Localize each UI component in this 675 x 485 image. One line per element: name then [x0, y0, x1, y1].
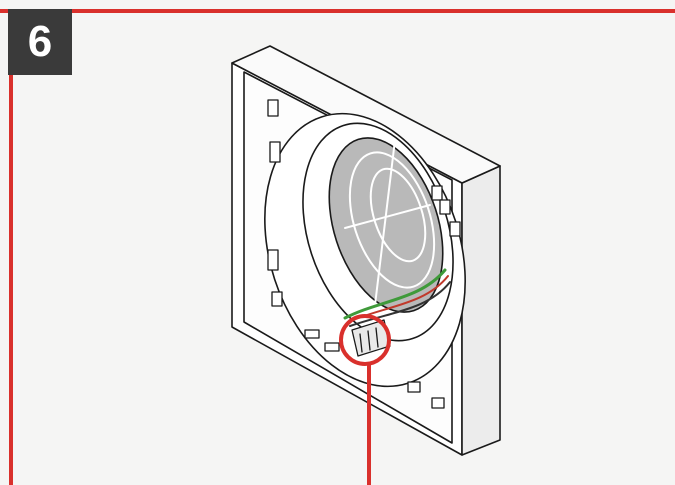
highlight-circle: [339, 314, 391, 366]
box-side-face: [461, 165, 501, 456]
right-clips: [407, 185, 461, 409]
frame-left-border: [9, 9, 13, 485]
step-number-badge: 6: [8, 9, 72, 75]
left-clips: [267, 99, 283, 307]
frame-top-border: [0, 9, 675, 13]
fan-grille-lines: [344, 139, 436, 306]
wire-green: [343, 268, 447, 320]
bottom-tabs: [304, 329, 340, 352]
wire-dark: [349, 281, 451, 327]
fan-grille: [328, 137, 444, 313]
